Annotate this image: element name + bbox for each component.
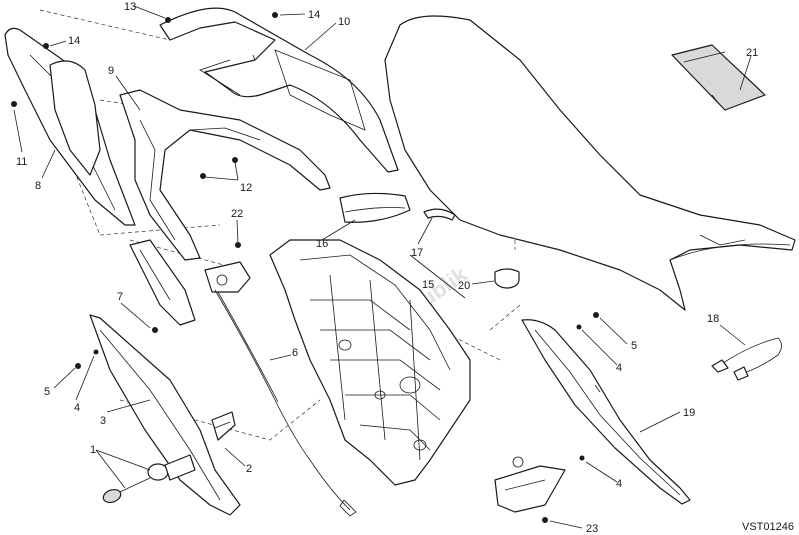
callout-16: 16 — [316, 238, 328, 250]
callout-6: 6 — [292, 347, 298, 359]
leader-lines — [13, 5, 752, 529]
callout-7: 7 — [117, 291, 123, 303]
lower-bracket — [494, 456, 566, 513]
inner-frame-bracket — [119, 89, 331, 261]
callout-11: 11 — [16, 156, 27, 168]
callout-1: 1 — [90, 444, 96, 456]
small-bracket — [129, 239, 196, 326]
callout-4: 4 — [616, 478, 622, 490]
diagram-code: VST01246 — [742, 521, 794, 533]
callout-3: 3 — [100, 415, 106, 427]
left-side-panel — [4, 27, 136, 226]
callout-labels: 13 14 10 14 9 11 8 12 22 16 17 15 20 7 6… — [16, 1, 758, 535]
callout-19: 19 — [683, 407, 695, 419]
callout-9: 9 — [108, 65, 114, 77]
grab-handle — [159, 7, 399, 173]
callout-18: 18 — [707, 313, 719, 325]
callout-20: 20 — [458, 280, 470, 292]
callout-13: 13 — [124, 1, 136, 13]
callout-21: 21 — [746, 47, 758, 59]
right-side-panel — [521, 319, 691, 505]
clip — [211, 411, 236, 441]
callout-22: 22 — [231, 208, 243, 220]
callout-14: 14 — [68, 35, 80, 47]
callout-4: 4 — [74, 402, 80, 414]
callout-23: 23 — [586, 523, 598, 535]
callout-5: 5 — [631, 340, 637, 352]
seat-lock-and-cable — [204, 261, 357, 517]
callout-10: 10 — [338, 16, 350, 28]
callout-2: 2 — [246, 463, 252, 475]
callout-4: 4 — [616, 362, 622, 374]
seat — [384, 15, 796, 311]
seat-strap-cable — [711, 337, 782, 381]
fasteners — [11, 12, 599, 523]
callout-14: 14 — [308, 9, 320, 21]
stud-and-grommet — [409, 254, 520, 299]
callout-17: 17 — [411, 247, 423, 259]
callout-8: 8 — [35, 180, 41, 192]
rear-subframe — [269, 239, 471, 486]
callout-12: 12 — [240, 182, 252, 194]
left-lower-cover — [89, 314, 241, 516]
callout-5: 5 — [44, 386, 50, 398]
rubber-strap — [423, 208, 456, 221]
callout-15: 15 — [422, 279, 434, 291]
owners-manual — [671, 44, 766, 111]
ignition-lock — [102, 454, 196, 504]
rubber-pad — [339, 192, 411, 223]
